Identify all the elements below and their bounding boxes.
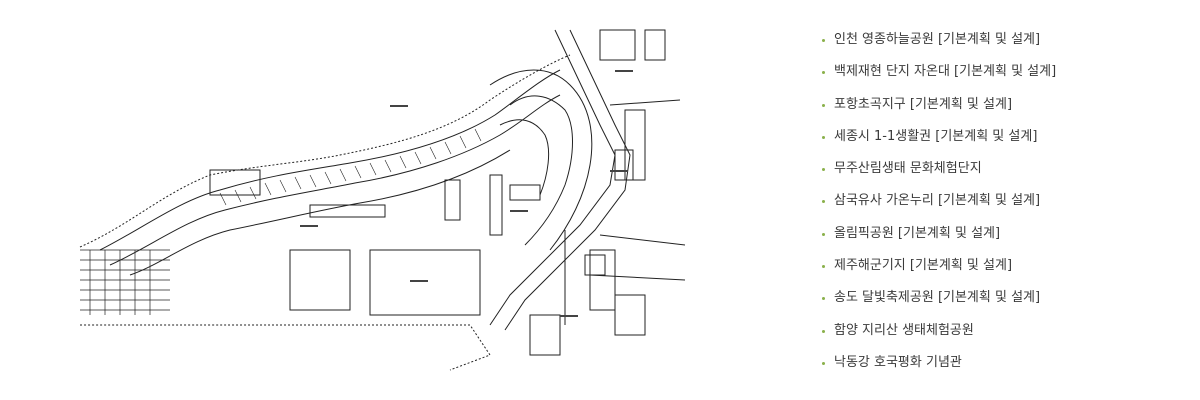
project-label: 함양 지리산 생태체험공원 bbox=[834, 322, 974, 338]
list-item: 낙동강 호국평화 기념관 bbox=[822, 351, 1056, 383]
bullet-icon bbox=[822, 200, 825, 204]
bullet-icon bbox=[822, 232, 825, 236]
project-label: 올림픽공원 [기본계획 및 설계] bbox=[834, 225, 1001, 241]
site-plan-image bbox=[70, 25, 690, 375]
project-label: 인천 영종하늘공원 [기본계획 및 설계] bbox=[834, 32, 1041, 47]
project-list: 인천 영종하늘공원 [기본계획 및 설계] 백제재현 단지 자온대 [기본계획 … bbox=[822, 28, 1056, 383]
list-item: 송도 달빛축제공원 [기본계획 및 설계] bbox=[822, 286, 1056, 318]
list-item: 인천 영종하늘공원 [기본계획 및 설계] bbox=[822, 28, 1056, 60]
project-label: 삼국유사 가온누리 [기본계획 및 설계] bbox=[834, 193, 1041, 209]
project-label: 포항초곡지구 [기본계획 및 설계] bbox=[834, 96, 1013, 112]
list-item: 세종시 1-1생활권 [기본계획 및 설계] bbox=[822, 125, 1056, 157]
bullet-icon bbox=[822, 297, 825, 301]
bullet-icon bbox=[822, 103, 825, 107]
list-item: 포항초곡지구 [기본계획 및 설계] bbox=[822, 93, 1056, 125]
bullet-icon bbox=[822, 39, 825, 42]
bullet-icon bbox=[822, 361, 825, 365]
list-item: 제주해군기지 [기본계획 및 설계] bbox=[822, 254, 1056, 286]
project-label: 낙동강 호국평화 기념관 bbox=[834, 354, 962, 370]
bullet-icon bbox=[822, 265, 825, 269]
project-label: 송도 달빛축제공원 [기본계획 및 설계] bbox=[834, 290, 1041, 306]
list-item: 삼국유사 가온누리 [기본계획 및 설계] bbox=[822, 189, 1056, 221]
list-item: 무주산림생태 문화체험단지 bbox=[822, 157, 1056, 189]
bullet-icon bbox=[822, 135, 825, 139]
project-label: 세종시 1-1생활권 [기본계획 및 설계] bbox=[834, 128, 1038, 144]
list-item: 올림픽공원 [기본계획 및 설계] bbox=[822, 222, 1056, 254]
list-item: 백제재현 단지 자온대 [기본계획 및 설계] bbox=[822, 60, 1056, 92]
project-label: 제주해군기지 [기본계획 및 설계] bbox=[834, 258, 1013, 274]
bullet-icon bbox=[822, 168, 825, 172]
bullet-icon bbox=[822, 329, 825, 333]
project-label: 무주산림생태 문화체험단지 bbox=[834, 161, 982, 177]
project-label: 백제재현 단지 자온대 [기본계획 및 설계] bbox=[834, 64, 1057, 80]
bullet-icon bbox=[822, 71, 825, 75]
list-item: 함양 지리산 생태체험공원 bbox=[822, 319, 1056, 351]
